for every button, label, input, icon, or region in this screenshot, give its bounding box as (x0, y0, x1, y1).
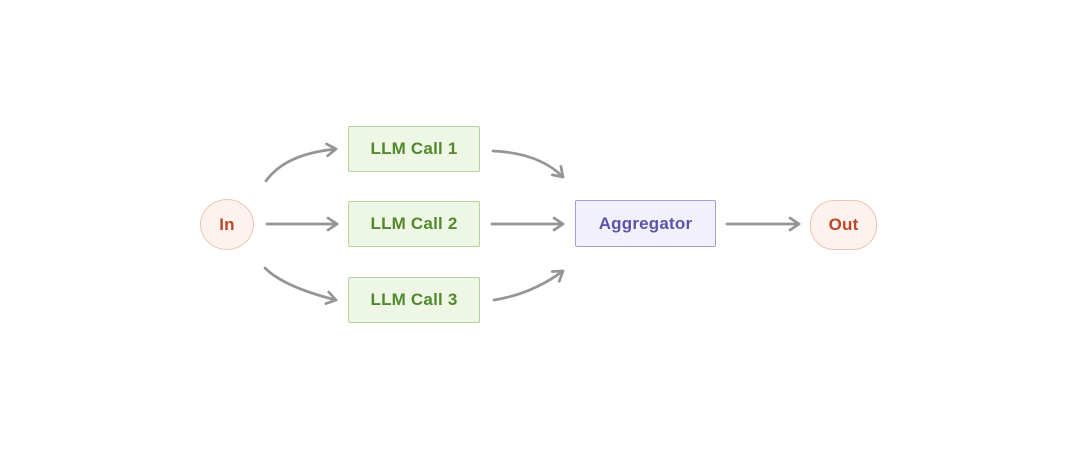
node-aggregator-label: Aggregator (598, 213, 693, 233)
node-llm-call-3-label: LLM Call 3 (370, 290, 458, 309)
node-out: Out (810, 200, 877, 250)
edge-llm-call-1-to-aggregator (491, 149, 565, 179)
node-llm-call-1: LLM Call 1 (348, 126, 480, 172)
edge-in-to-llm-call-1 (264, 142, 338, 183)
node-llm-call-2-label: LLM Call 2 (370, 214, 458, 233)
node-llm-call-2: LLM Call 2 (348, 201, 480, 247)
node-llm-call-1-label: LLM Call 1 (370, 139, 458, 158)
node-in: In (200, 199, 254, 250)
node-in-label: In (219, 214, 235, 234)
edge-llm-call-3-to-aggregator (492, 269, 565, 302)
node-llm-call-3: LLM Call 3 (348, 277, 480, 323)
node-out-label: Out (828, 215, 859, 234)
node-aggregator: Aggregator (575, 200, 716, 247)
edge-in-to-llm-call-3 (263, 266, 338, 305)
